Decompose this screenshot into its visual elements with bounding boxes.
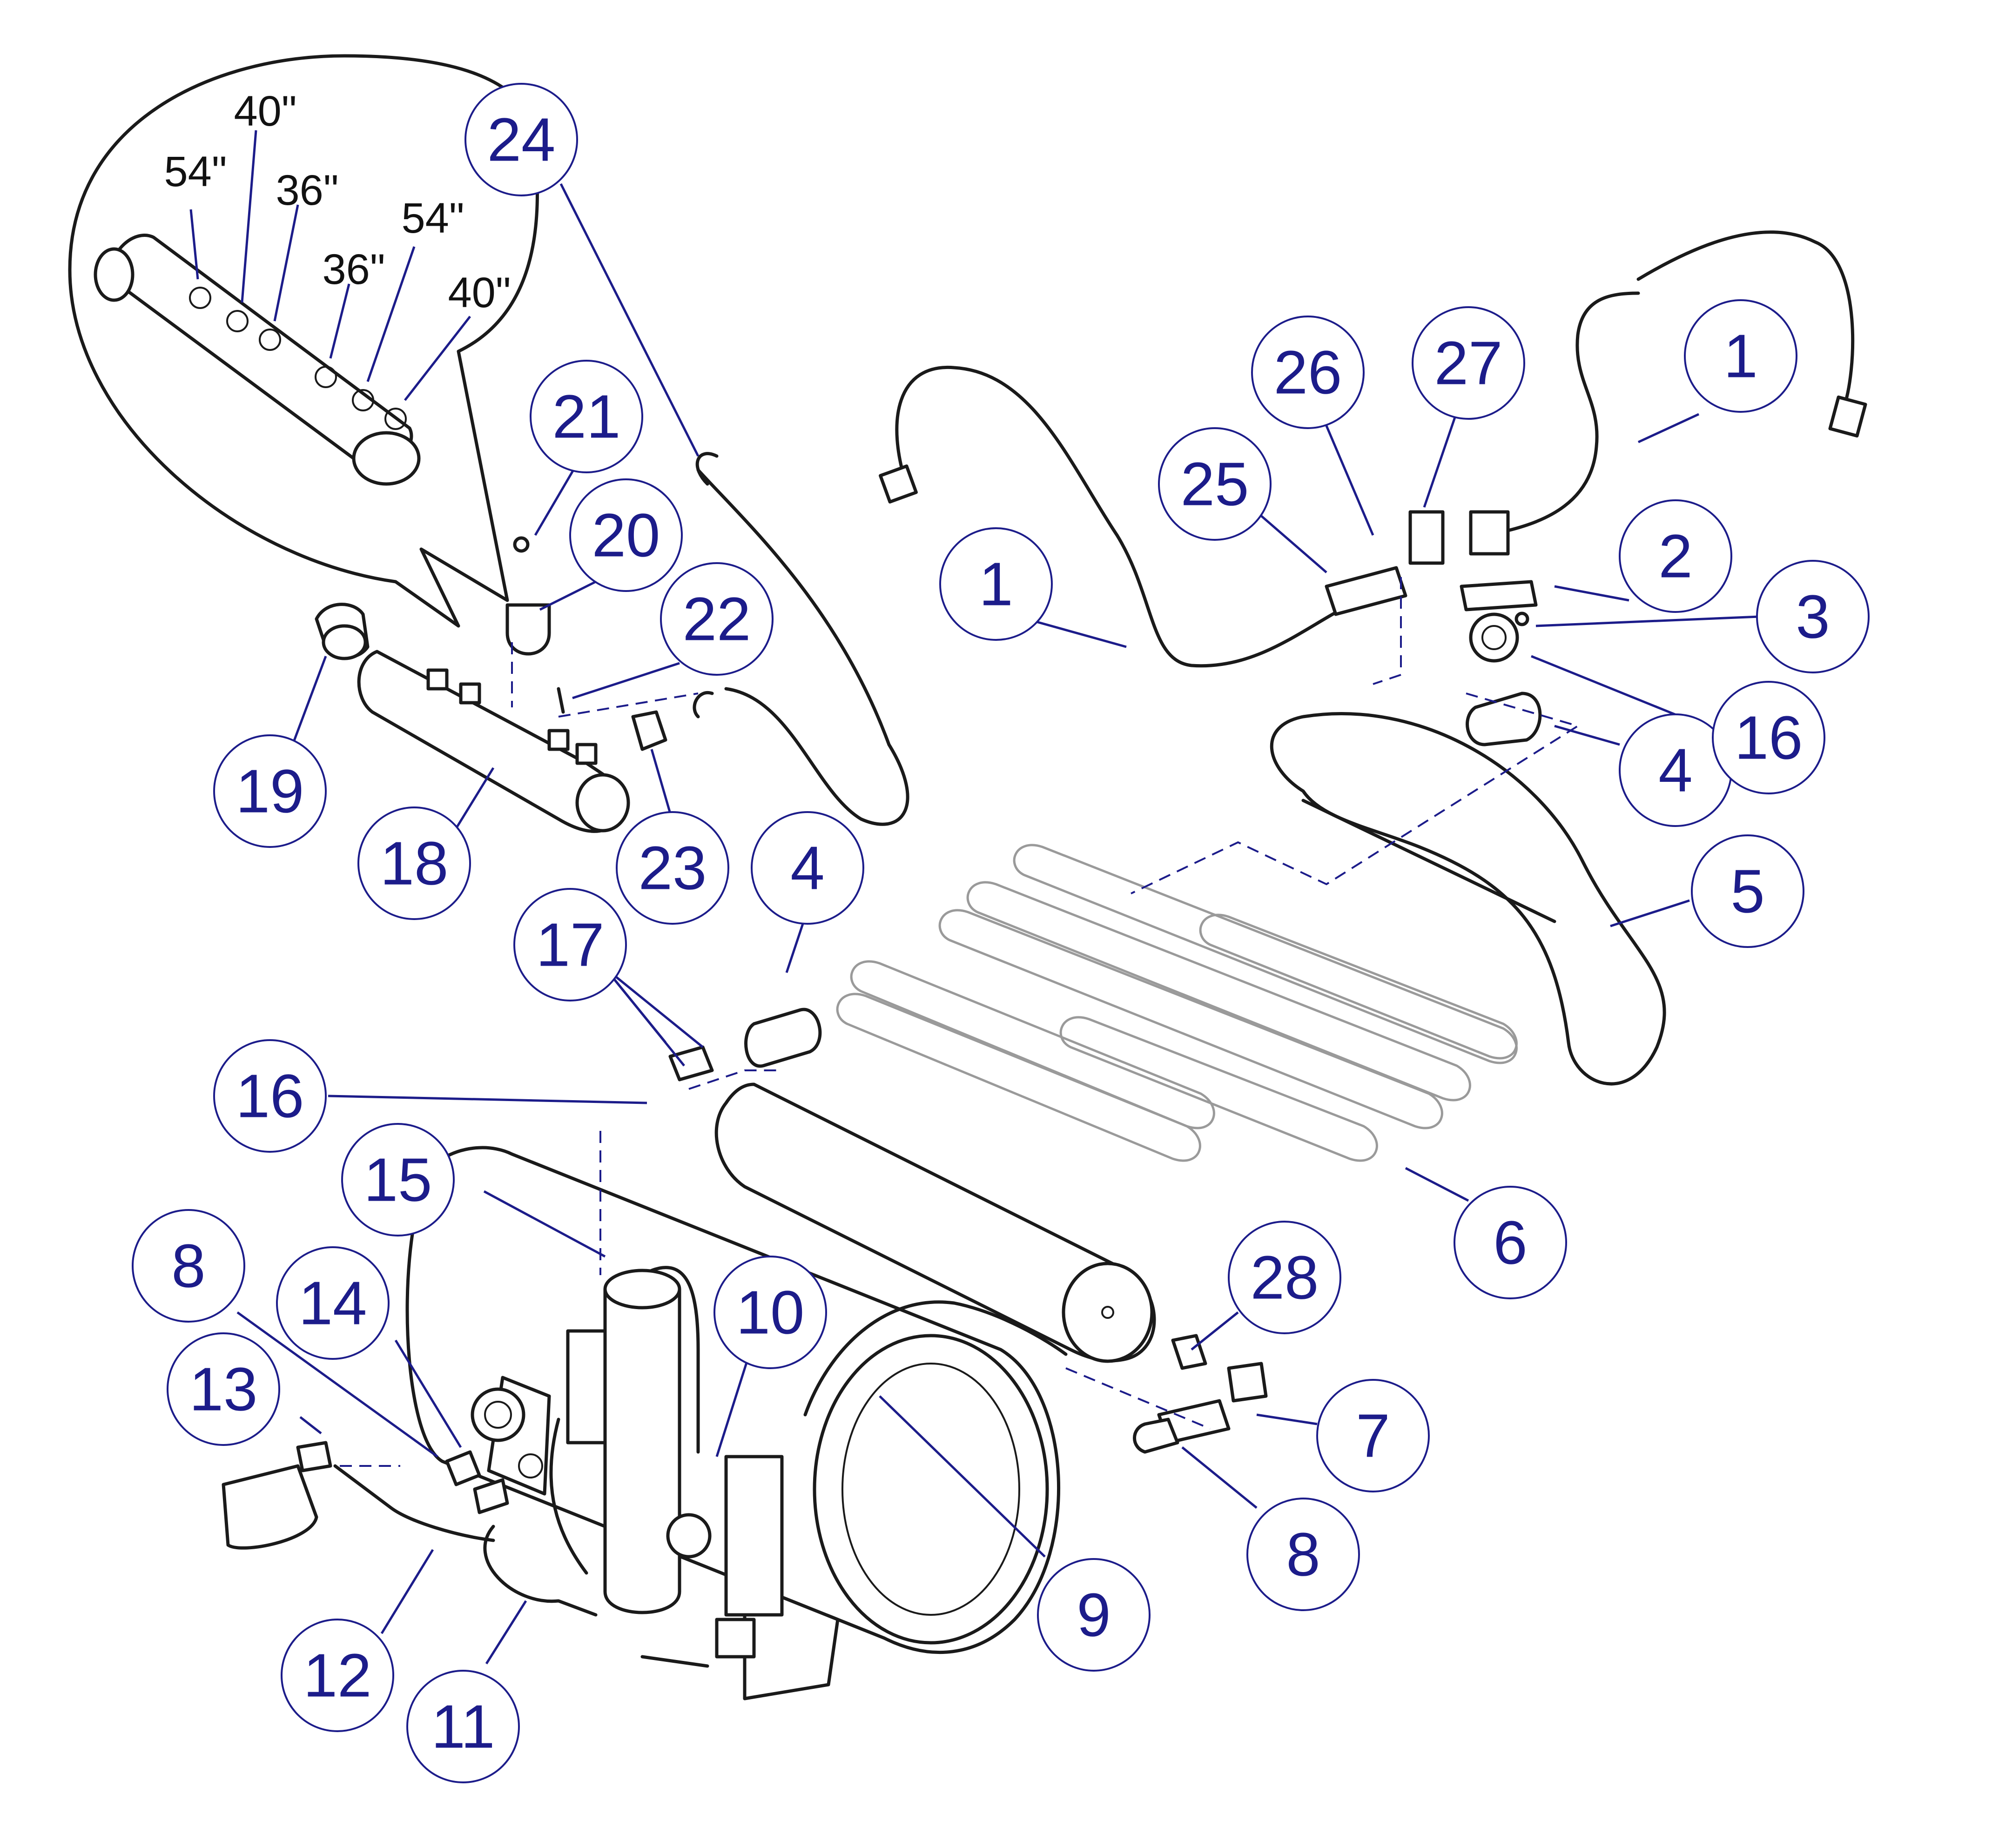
svg-text:2: 2: [1658, 522, 1692, 591]
svg-text:13: 13: [189, 1355, 258, 1424]
callout-25: 25: [1158, 427, 1272, 541]
callout-14: 14: [276, 1246, 390, 1360]
svg-text:26: 26: [1274, 338, 1342, 407]
callout-26: 26: [1251, 316, 1365, 429]
length-label: 40": [448, 269, 511, 316]
callout-7: 7: [1316, 1379, 1430, 1492]
svg-text:23: 23: [639, 834, 707, 902]
hose-assembly-5: [1270, 712, 1666, 1086]
svg-text:16: 16: [236, 1062, 304, 1130]
callout-15: 15: [341, 1123, 455, 1236]
callout-23: 23: [616, 811, 729, 925]
svg-text:1: 1: [979, 550, 1013, 618]
callout-3: 3: [1756, 560, 1870, 673]
callout-17: 17: [513, 888, 627, 1001]
callout-28: 28: [1228, 1221, 1341, 1334]
svg-text:4: 4: [790, 834, 824, 902]
service-valve-assembly: [1133, 1334, 1268, 1454]
svg-text:6: 6: [1493, 1209, 1527, 1277]
callout-9: 9: [1037, 1558, 1151, 1672]
svg-text:7: 7: [1356, 1402, 1390, 1470]
callout-18: 18: [357, 806, 471, 920]
callout-22: 22: [660, 562, 774, 676]
manifold-detail-view: 54" 40" 36" 36" 54" 40": [68, 54, 539, 628]
callout-11: 11: [406, 1670, 520, 1783]
accumulator-valve-block: [483, 1266, 784, 1668]
callout-4: 4: [751, 811, 864, 925]
svg-text:18: 18: [380, 829, 449, 898]
svg-text:12: 12: [303, 1641, 372, 1710]
callout-2: 2: [1619, 499, 1732, 613]
callout-8: 8: [132, 1209, 245, 1323]
dryer-cylinder: [668, 1008, 1156, 1363]
svg-text:8: 8: [171, 1232, 205, 1300]
condenser-coil: [836, 844, 1518, 1162]
svg-text:24: 24: [487, 106, 556, 174]
length-label: 54": [402, 195, 464, 242]
callout-10: 10: [713, 1256, 827, 1369]
length-label: 36": [276, 167, 339, 214]
length-label: 40": [234, 87, 297, 135]
svg-text:1: 1: [1723, 322, 1757, 390]
svg-text:17: 17: [536, 911, 605, 979]
svg-text:16: 16: [1735, 704, 1803, 772]
upper-hose-assembly: [879, 230, 1867, 746]
svg-text:5: 5: [1730, 857, 1764, 926]
pressure-switch-assembly: [222, 1387, 525, 1550]
callout-4: 4: [1619, 713, 1732, 827]
svg-text:27: 27: [1434, 329, 1503, 397]
svg-text:14: 14: [299, 1269, 367, 1337]
svg-text:15: 15: [364, 1146, 432, 1214]
callout-24: 24: [464, 83, 578, 196]
callout-13: 13: [167, 1332, 280, 1446]
svg-text:20: 20: [592, 501, 660, 570]
callout-leaders: [236, 183, 1760, 1665]
callout-16: 16: [1712, 681, 1825, 794]
svg-text:4: 4: [1658, 736, 1692, 805]
callout-8: 8: [1246, 1498, 1360, 1611]
length-label: 36": [323, 246, 385, 293]
svg-text:25: 25: [1181, 450, 1249, 518]
svg-text:19: 19: [236, 757, 304, 826]
callout-1: 1: [939, 527, 1053, 641]
svg-text:28: 28: [1251, 1243, 1319, 1312]
svg-text:9: 9: [1077, 1581, 1111, 1649]
callout-27: 27: [1412, 306, 1525, 420]
svg-text:11: 11: [431, 1693, 495, 1761]
callout-5: 5: [1691, 834, 1804, 948]
callout-21: 21: [530, 360, 643, 473]
svg-text:8: 8: [1286, 1520, 1320, 1589]
callout-12: 12: [281, 1619, 394, 1732]
callout-16: 16: [213, 1039, 327, 1153]
svg-text:10: 10: [736, 1278, 805, 1347]
svg-text:22: 22: [683, 585, 751, 653]
callout-20: 20: [569, 478, 683, 592]
callout-6: 6: [1454, 1186, 1567, 1299]
callout-19: 19: [213, 734, 327, 848]
svg-text:21: 21: [552, 383, 621, 451]
svg-text:3: 3: [1796, 583, 1830, 651]
length-label: 54": [164, 148, 227, 195]
assembly-dashed-lines: [340, 577, 1580, 1467]
callout-1: 1: [1684, 299, 1797, 413]
manifold-assembly: [315, 452, 909, 833]
